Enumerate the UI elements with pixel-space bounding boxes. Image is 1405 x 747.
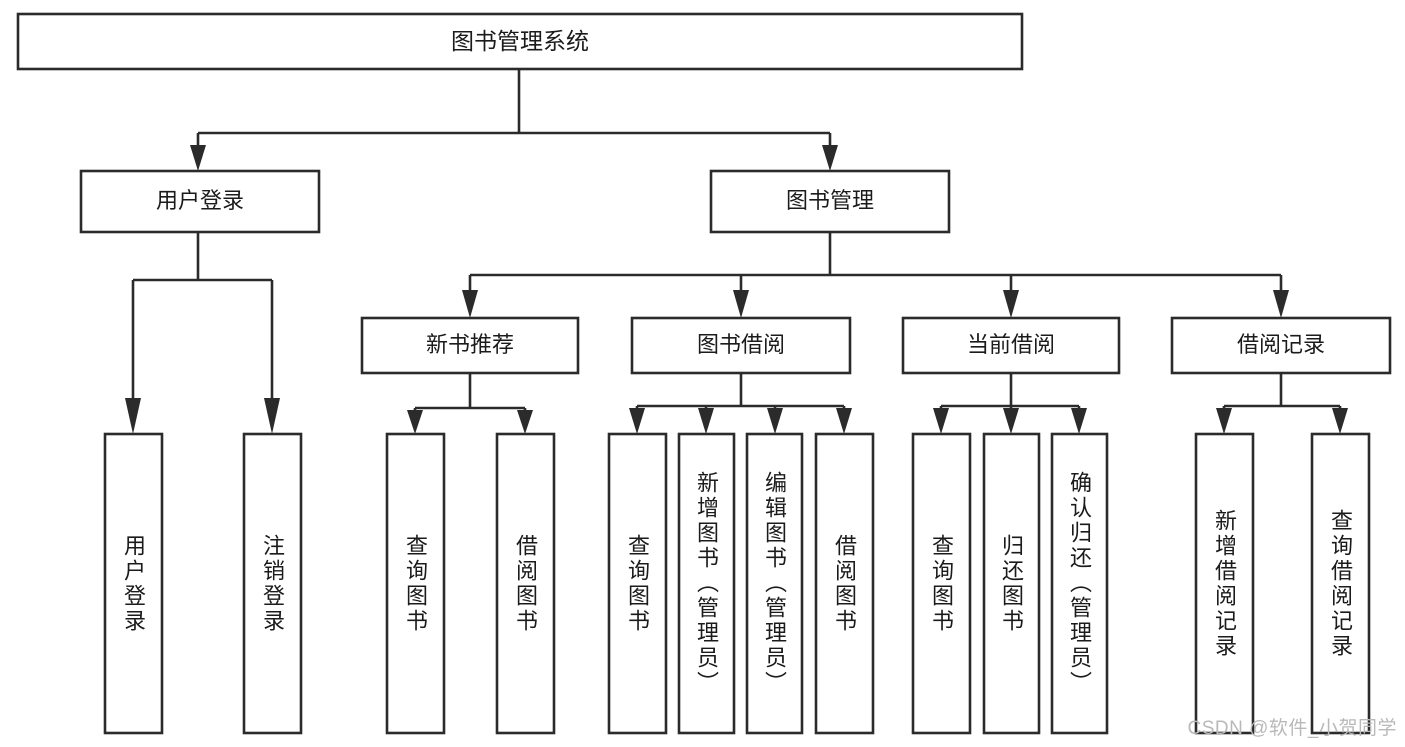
arrow-head-currentborrow-leaf-2 xyxy=(1003,408,1019,434)
node-current-borrow-label: 当前借阅 xyxy=(967,332,1055,357)
leaf-box-user-login-0[interactable] xyxy=(103,432,164,735)
arrow-head-newbook-leaf-1 xyxy=(407,410,423,434)
arrow-head-book-borrow xyxy=(733,290,749,318)
connector-group-bookborrow xyxy=(629,373,852,434)
connector-group-newbook xyxy=(407,373,533,434)
arrow-head-borrowrecord-leaf-2 xyxy=(1332,408,1348,434)
leaf-box-book-borrow-2[interactable] xyxy=(745,432,804,735)
node-book-borrow-label: 图书借阅 xyxy=(697,332,785,357)
arrow-head-borrowrecord-leaf-1 xyxy=(1216,408,1232,434)
node-book-management[interactable]: 图书管理 xyxy=(709,169,951,234)
connector-group-borrowrecord xyxy=(1216,373,1348,434)
node-book-management-box[interactable] xyxy=(709,169,951,234)
node-user-login-label: 用户登录 xyxy=(156,188,244,213)
connector-group-root xyxy=(190,69,838,171)
arrow-head-user-login-leaf xyxy=(125,398,141,434)
node-root-label: 图书管理系统 xyxy=(451,28,589,54)
arrow-head-currentborrow-leaf-3 xyxy=(1071,408,1087,434)
arrow-head-bookborrow-leaf-1 xyxy=(629,408,645,434)
arrow-head-bookmgmt xyxy=(822,145,838,171)
node-current-borrow-box[interactable] xyxy=(901,316,1121,375)
arrow-head-newbook-leaf-2 xyxy=(517,410,533,434)
leaf-box-borrow-record-1[interactable] xyxy=(1310,432,1371,735)
leaf-box-current-borrow-0[interactable] xyxy=(911,432,972,735)
node-new-book-recommend-label: 新书推荐 xyxy=(426,332,514,357)
leaf-box-book-borrow-0[interactable] xyxy=(607,432,668,735)
node-root[interactable]: 图书管理系统 xyxy=(16,12,1024,71)
leaf-box-borrow-record-0[interactable] xyxy=(1194,432,1255,735)
node-borrow-record[interactable]: 借阅记录 xyxy=(1170,316,1392,375)
node-borrow-record-label: 借阅记录 xyxy=(1237,332,1325,357)
arrow-head-currentborrow-leaf-1 xyxy=(933,408,949,434)
node-book-management-label: 图书管理 xyxy=(786,188,874,213)
node-new-book-recommend-box[interactable] xyxy=(360,316,580,375)
arrow-head-logout-leaf xyxy=(264,398,280,434)
node-book-borrow[interactable]: 图书借阅 xyxy=(630,316,852,375)
watermark-text: CSDN @软件_小贺同学 xyxy=(1187,718,1397,739)
node-root-box[interactable] xyxy=(16,12,1024,71)
connector-group-userlogin xyxy=(125,232,280,434)
arrow-head-userlogin xyxy=(190,145,206,171)
leaf-box-book-borrow-3[interactable] xyxy=(814,432,875,735)
leaf-box-new-book-recommend-1[interactable] xyxy=(495,432,556,735)
arrow-head-borrow-record xyxy=(1273,290,1289,318)
leaf-box-current-borrow-2[interactable] xyxy=(1050,432,1109,735)
node-book-borrow-box[interactable] xyxy=(630,316,852,375)
connector-group-currentborrow xyxy=(933,373,1087,434)
arrow-head-bookborrow-leaf-4 xyxy=(836,408,852,434)
arrow-head-bookborrow-leaf-3 xyxy=(767,408,783,434)
node-user-login-box[interactable] xyxy=(79,169,321,234)
leaf-box-new-book-recommend-0[interactable] xyxy=(385,432,446,735)
leaf-box-current-borrow-1[interactable] xyxy=(982,432,1041,735)
node-current-borrow[interactable]: 当前借阅 xyxy=(901,316,1121,375)
arrow-head-new-book-recommend xyxy=(462,290,478,318)
arrow-head-bookborrow-leaf-2 xyxy=(698,408,714,434)
node-new-book-recommend[interactable]: 新书推荐 xyxy=(360,316,580,375)
node-user-login[interactable]: 用户登录 xyxy=(79,169,321,234)
arrow-head-current-borrow xyxy=(1003,290,1019,318)
connector-group-bookmgmt xyxy=(462,232,1289,318)
node-borrow-record-box[interactable] xyxy=(1170,316,1392,375)
leaf-box-book-borrow-1[interactable] xyxy=(677,432,736,735)
leaf-box-user-login-1[interactable] xyxy=(242,432,303,735)
